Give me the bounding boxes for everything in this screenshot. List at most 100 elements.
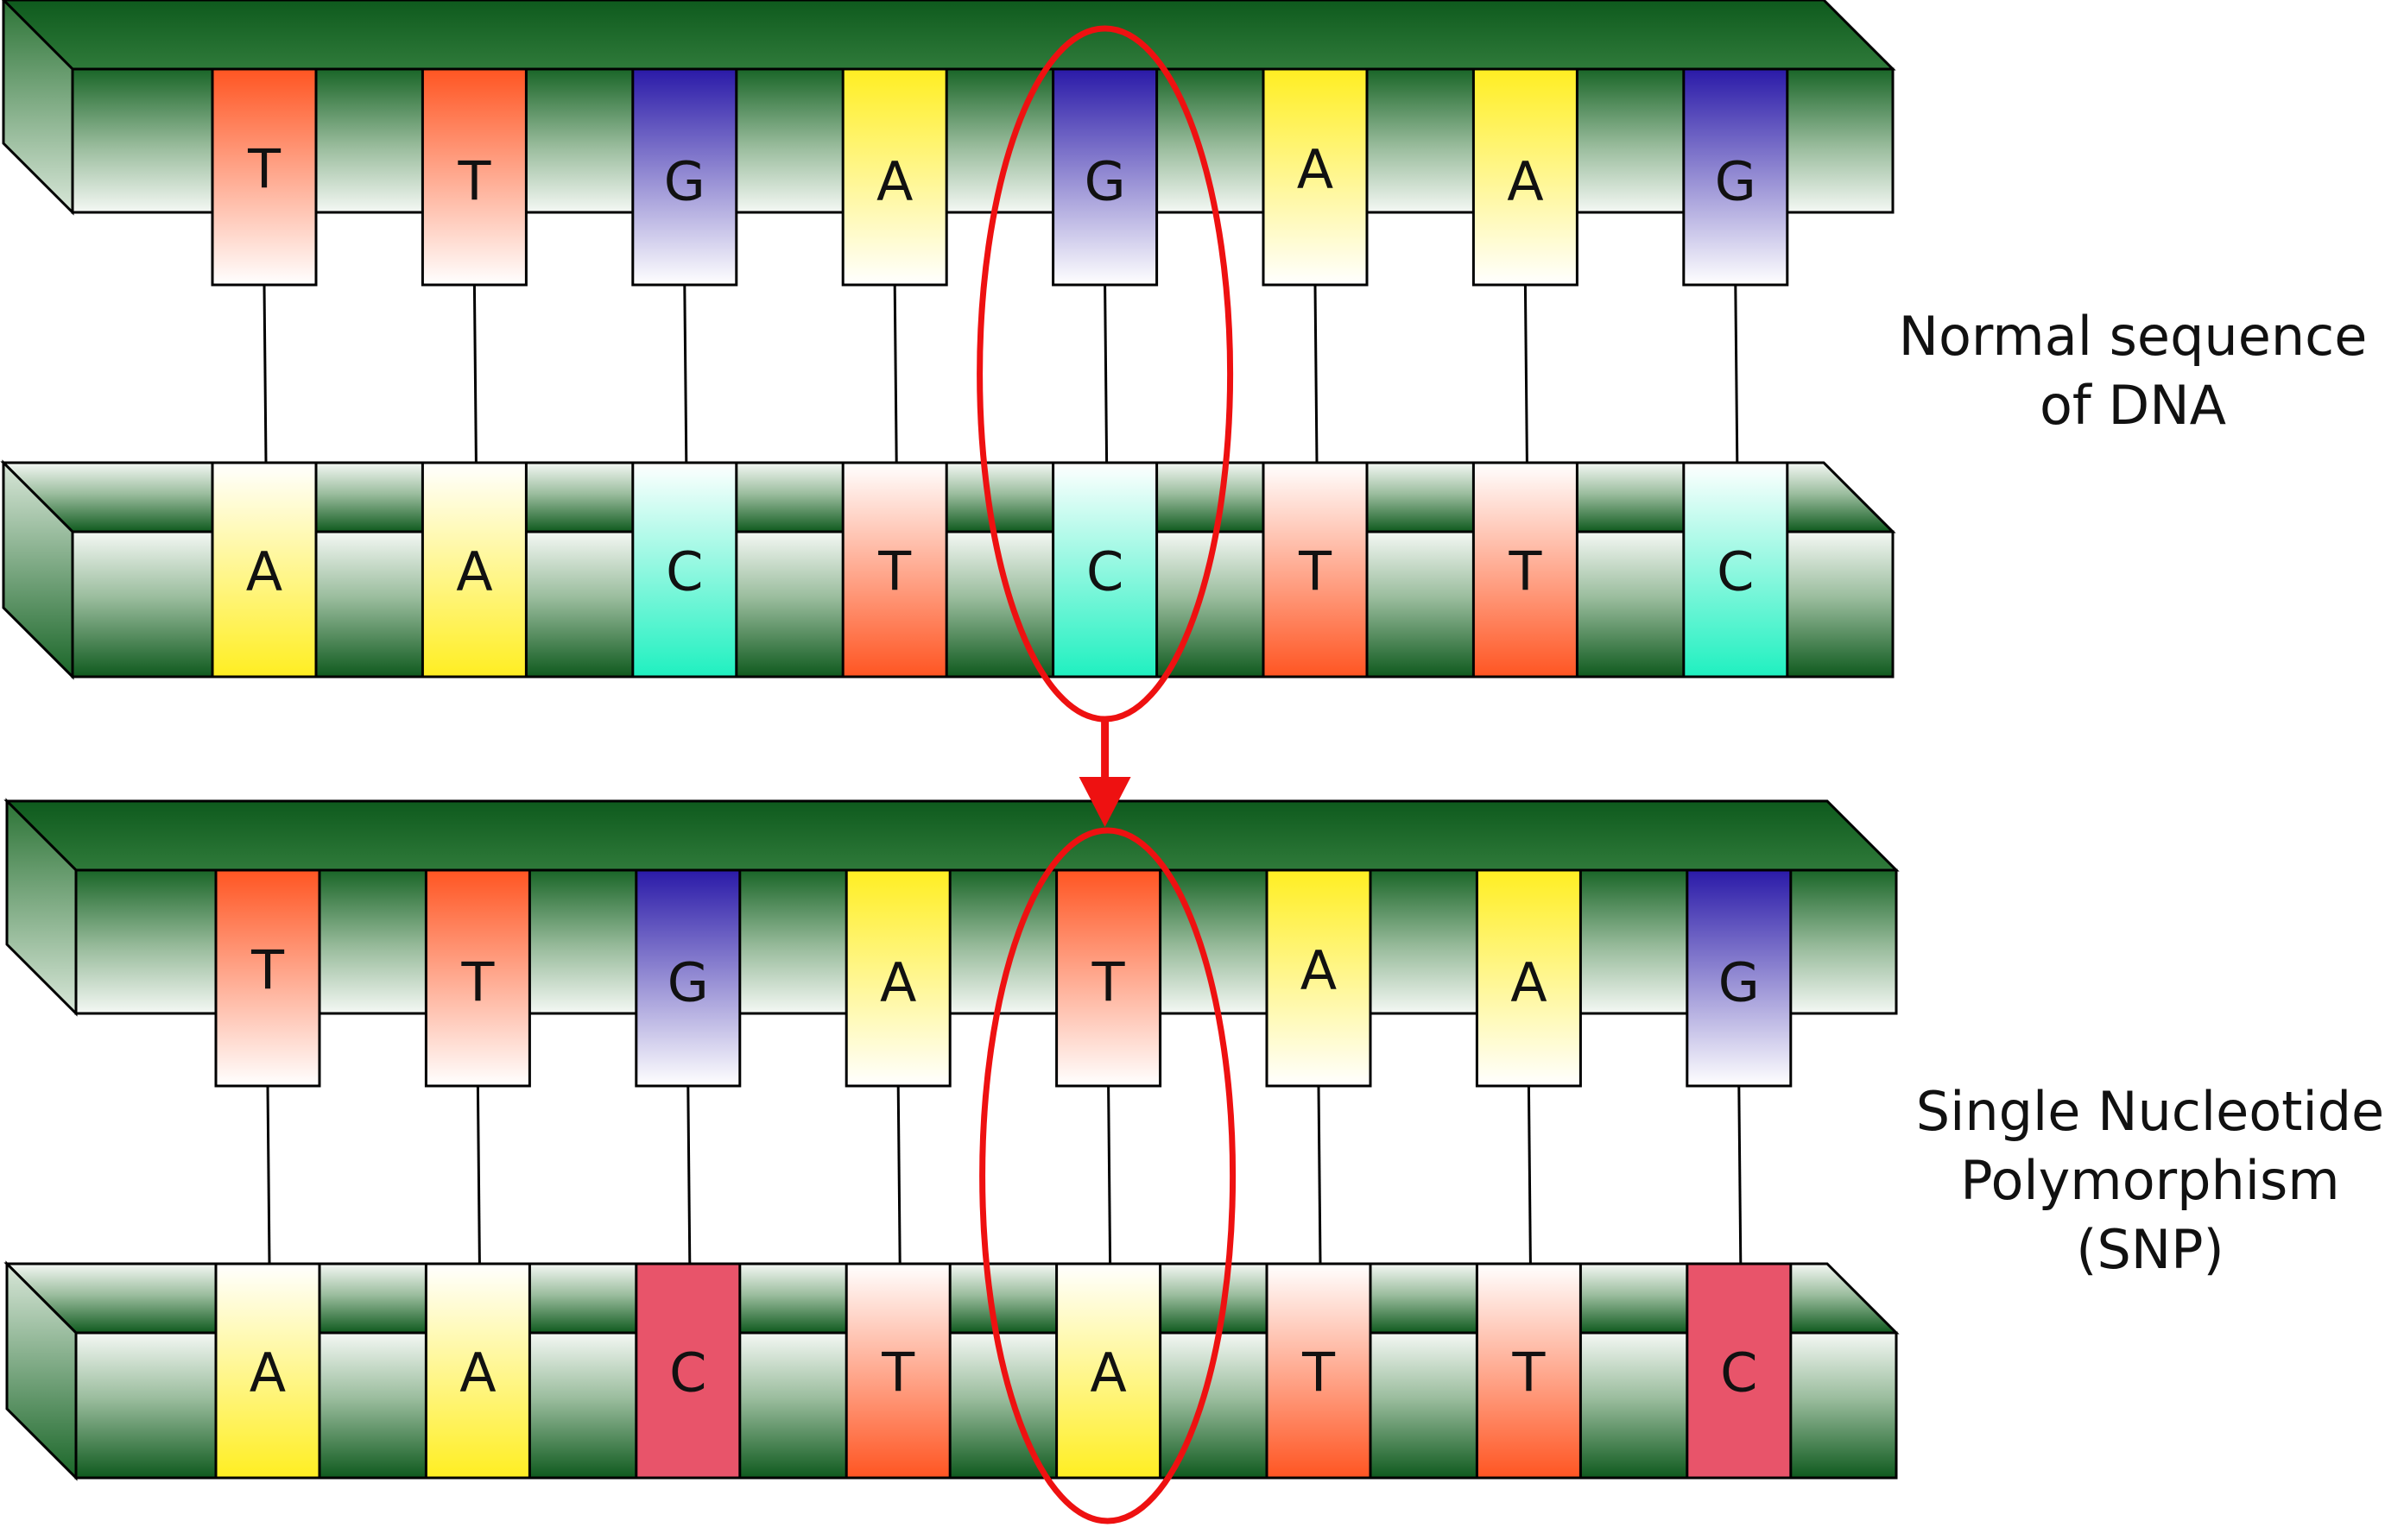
top-base-7: A	[1475, 868, 1582, 1088]
base-block	[211, 67, 318, 287]
base-pair-bond	[1737, 1085, 1743, 1265]
bottom-base-2: A	[424, 1262, 531, 1480]
base-letter: G	[1085, 150, 1126, 213]
bottom-base-1: A	[211, 461, 318, 678]
lower-strand-backbone	[74, 1331, 1898, 1480]
caption-line: of DNA	[2039, 374, 2226, 437]
top-base-5: G	[1052, 67, 1159, 287]
base-block	[1055, 868, 1162, 1088]
base-pair-bond	[1734, 284, 1739, 464]
caption-line: Single Nucleotide	[1915, 1080, 2385, 1143]
base-block	[845, 1262, 952, 1480]
top-base-6: A	[1262, 67, 1369, 287]
base-block	[635, 868, 742, 1088]
base-letter: A	[1297, 138, 1333, 201]
highlight-ellipse-snp	[979, 827, 1237, 1524]
base-pair-bond	[266, 1085, 271, 1265]
base-block	[631, 461, 738, 678]
upper-strand-backbone	[74, 868, 1898, 1015]
lower-strand-backbone	[71, 530, 1895, 678]
bottom-base-4: T	[845, 1262, 952, 1480]
base-pair-bond	[893, 284, 898, 464]
base-block	[424, 868, 531, 1088]
base-pair-bond	[896, 1085, 902, 1265]
base-letter: G	[664, 150, 705, 213]
base-letter: A	[880, 951, 916, 1014]
base-letter: A	[250, 1341, 286, 1404]
base-letter: G	[1718, 951, 1760, 1014]
base-pair-bond	[1107, 1085, 1112, 1265]
base-letter: T	[1298, 540, 1332, 603]
top-base-6: A	[1265, 868, 1372, 1088]
top-base-3: G	[635, 868, 742, 1088]
base-letter: A	[246, 540, 282, 603]
base-pair-bond	[472, 284, 478, 464]
top-base-1: T	[214, 868, 321, 1088]
top-base-3: G	[631, 67, 738, 287]
base-letter: C	[666, 540, 703, 603]
caption-line: (SNP)	[2076, 1218, 2224, 1281]
base-letter: T	[460, 951, 495, 1014]
top-base-4: A	[841, 67, 948, 287]
top-base-5: T	[1055, 868, 1162, 1088]
base-letter: G	[667, 951, 709, 1014]
base-letter: T	[877, 540, 912, 603]
base-letter: T	[1508, 540, 1542, 603]
bottom-base-7: T	[1475, 1262, 1582, 1480]
base-letter: T	[1091, 951, 1126, 1014]
base-block	[1052, 67, 1159, 287]
base-block	[421, 67, 528, 287]
base-block	[214, 868, 321, 1088]
base-block	[424, 1262, 531, 1480]
base-letter: A	[876, 150, 913, 213]
base-block	[1686, 868, 1793, 1088]
base-pair-bond	[683, 284, 688, 464]
base-letter: T	[250, 939, 285, 1002]
base-letter: T	[1511, 1341, 1546, 1404]
bottom-base-8: C	[1682, 461, 1789, 678]
base-block	[1052, 461, 1159, 678]
base-block	[1686, 1262, 1793, 1480]
bottom-base-3: C	[631, 461, 738, 678]
bottom-base-4: T	[841, 461, 948, 678]
top-base-7: A	[1471, 67, 1578, 287]
top-base-8: G	[1682, 67, 1789, 287]
base-pair-bond	[476, 1085, 481, 1265]
upper-strand-backbone	[71, 67, 1895, 214]
base-pair-bond	[1317, 1085, 1322, 1265]
base-letter: C	[669, 1341, 706, 1404]
base-block	[211, 461, 318, 678]
base-pair-bond	[1313, 284, 1319, 464]
base-block	[1471, 461, 1578, 678]
base-letter: A	[459, 1341, 496, 1404]
base-letter: C	[1086, 540, 1123, 603]
bottom-base-3: C	[635, 1262, 742, 1480]
top-base-8: G	[1686, 868, 1793, 1088]
top-base-2: T	[421, 67, 528, 287]
base-block	[845, 868, 952, 1088]
base-block	[421, 461, 528, 678]
bottom-base-8: C	[1686, 1262, 1793, 1480]
base-block	[635, 1262, 742, 1480]
base-letter: A	[1090, 1341, 1126, 1404]
base-block	[1475, 1262, 1582, 1480]
base-block	[1265, 1262, 1372, 1480]
top-base-4: A	[845, 868, 952, 1088]
base-letter: T	[457, 150, 491, 213]
snp-caption: Single Nucleotide Polymorphism (SNP)	[1900, 1077, 2401, 1284]
base-block	[1475, 868, 1582, 1088]
base-letter: T	[247, 138, 282, 201]
caption-line: Normal sequence	[1898, 305, 2368, 368]
top-base-2: T	[424, 868, 531, 1088]
upper-strand-top-face	[3, 799, 1900, 872]
base-block	[1682, 461, 1789, 678]
base-block	[1471, 67, 1578, 287]
base-block	[1262, 67, 1369, 287]
base-letter: T	[1301, 1341, 1336, 1404]
mutation-arrow-head	[1079, 777, 1131, 827]
base-block	[841, 461, 948, 678]
base-block	[841, 67, 948, 287]
base-letter: C	[1717, 540, 1754, 603]
base-letter: A	[1510, 951, 1547, 1014]
